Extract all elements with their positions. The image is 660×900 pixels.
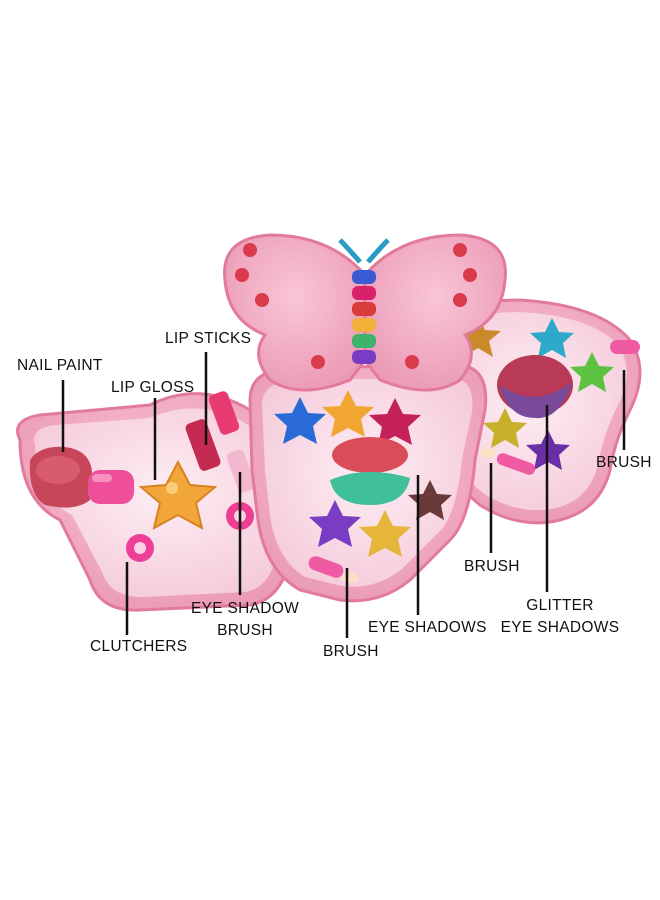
label-brush-right: BRUSH <box>596 454 652 471</box>
label-brush-bottom: BRUSH <box>323 643 379 660</box>
butterfly-lid <box>223 233 507 392</box>
label-eye-shadow-brush: EYE SHADOW BRUSH <box>185 598 305 642</box>
label-eye-shadow-brush-line2: BRUSH <box>217 622 273 639</box>
label-eye-shadow-brush-line1: EYE SHADOW <box>190 600 300 617</box>
middle-brush <box>308 556 359 583</box>
butterfly-gems <box>235 243 477 369</box>
label-glitter-line2: EYE SHADOWS <box>500 619 620 636</box>
lip-sticks <box>185 391 256 493</box>
label-eye-shadows: EYE SHADOWS <box>368 619 487 636</box>
butterfly-body <box>338 238 390 364</box>
middle-eyeshadow-tray <box>248 363 488 603</box>
label-lip-sticks: LIP STICKS <box>165 330 252 347</box>
right-brushes <box>480 340 640 475</box>
label-nail-paint: NAIL PAINT <box>17 357 103 374</box>
nail-paint-bottle <box>29 446 134 508</box>
eye-shadows <box>274 390 452 557</box>
lip-gloss-star <box>138 459 218 530</box>
label-clutchers: CLUTCHERS <box>90 638 188 655</box>
label-leader-lines <box>61 352 626 638</box>
label-lip-gloss: LIP GLOSS <box>111 379 195 396</box>
label-glitter-line1: GLITTER <box>526 597 594 614</box>
label-brush-middle: BRUSH <box>464 558 520 575</box>
label-glitter-eye-shadows: GLITTER EYE SHADOWS <box>500 595 620 639</box>
